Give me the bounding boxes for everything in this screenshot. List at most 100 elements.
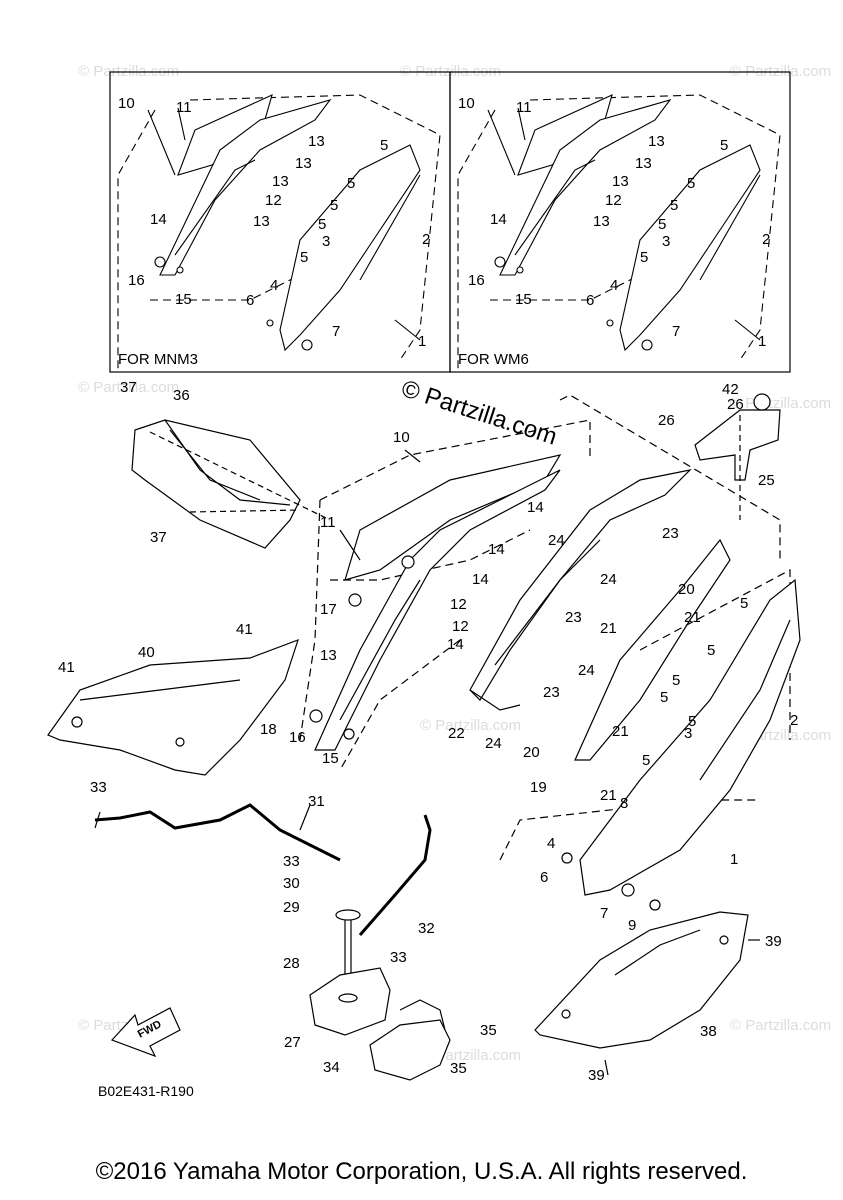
callout-12: 12 xyxy=(605,192,622,209)
inset-callouts: 10 11 13 13 13 12 13 14 16 15 5 5 5 5 3 … xyxy=(458,95,770,350)
callout-5: 5 xyxy=(720,137,728,154)
callout-23: 23 xyxy=(565,609,582,626)
callout-17: 17 xyxy=(320,601,337,618)
callout-12: 12 xyxy=(265,192,282,209)
callout-14: 13 xyxy=(272,173,289,190)
callout-26: 26 xyxy=(658,412,675,429)
inset-drawing xyxy=(457,94,781,370)
callout-41: 41 xyxy=(236,621,253,638)
callout-21: 21 xyxy=(684,609,701,626)
callout-21: 21 xyxy=(600,787,617,804)
watermark-text: © Partzilla.com xyxy=(78,379,179,396)
callout-33: 33 xyxy=(390,949,407,966)
callout-6: 6 xyxy=(586,292,594,309)
callout-1: 1 xyxy=(758,333,766,350)
callout-13: 14 xyxy=(150,211,167,228)
callout-10: 10 xyxy=(458,95,475,112)
callout-9: 9 xyxy=(628,917,636,934)
callout-15: 15 xyxy=(322,750,339,767)
callout-7: 7 xyxy=(672,323,680,340)
callout-11: 11 xyxy=(176,99,192,116)
callout-14: 13 xyxy=(593,213,610,230)
inset-drawing xyxy=(117,94,441,370)
callout-20: 20 xyxy=(523,744,540,761)
callout-14: 14 xyxy=(447,636,464,653)
callout-14: 13 xyxy=(308,133,325,150)
inset-callouts: 10 11 13 13 13 12 13 14 16 15 5 5 5 5 3 … xyxy=(118,95,430,350)
inset-label: FOR WM6 xyxy=(458,351,529,368)
callout-13: 14 xyxy=(490,211,507,228)
callout-5: 5 xyxy=(380,137,388,154)
callout-11: 11 xyxy=(516,99,532,116)
callout-14: 14 xyxy=(527,499,544,516)
callout-16: 16 xyxy=(128,272,145,289)
callout-5: 5 xyxy=(640,249,648,266)
callout-21: 21 xyxy=(600,620,617,637)
main-callouts: 1 2 3 4 5 5 5 5 5 5 6 7 8 9 10 11 12 12 … xyxy=(58,379,798,1084)
callout-30: 30 xyxy=(283,875,300,892)
callout-35: 35 xyxy=(480,1022,497,1039)
callout-8: 8 xyxy=(620,795,628,812)
callout-33: 33 xyxy=(90,779,107,796)
callout-26: 26 xyxy=(727,396,744,413)
callout-5: 5 xyxy=(672,672,680,689)
callout-24: 24 xyxy=(578,662,595,679)
callout-16: 16 xyxy=(468,272,485,289)
callout-31: 31 xyxy=(308,793,325,810)
callout-5: 5 xyxy=(688,713,696,730)
callout-19: 19 xyxy=(530,779,547,796)
callout-6: 6 xyxy=(540,869,548,886)
inset-wm6: FOR WM6 10 11 13 13 13 12 13 14 xyxy=(449,71,791,373)
callout-22: 22 xyxy=(448,725,465,742)
callout-4: 4 xyxy=(610,277,618,294)
callout-6: 6 xyxy=(246,292,254,309)
inset-label: FOR MNM3 xyxy=(118,351,198,368)
callout-14: 13 xyxy=(253,213,270,230)
callout-7: 7 xyxy=(600,905,608,922)
callout-10: 10 xyxy=(393,429,410,446)
watermark-text: © Partzilla.com xyxy=(420,717,521,734)
callout-24: 24 xyxy=(600,571,617,588)
callout-1: 1 xyxy=(730,851,738,868)
callout-12: 12 xyxy=(450,596,467,613)
callout-5: 5 xyxy=(740,595,748,612)
inset-mnm3: FOR MNM3 10 11 13 13 xyxy=(109,71,451,373)
callout-5: 5 xyxy=(300,249,308,266)
callout-2: 2 xyxy=(790,712,798,729)
callout-37: 37 xyxy=(150,529,167,546)
callout-5: 5 xyxy=(658,216,666,233)
callout-14: 13 xyxy=(295,155,312,172)
callout-23: 23 xyxy=(543,684,560,701)
callout-5: 5 xyxy=(660,689,668,706)
callout-5: 5 xyxy=(642,752,650,769)
callout-2: 2 xyxy=(762,231,770,248)
callout-24: 24 xyxy=(485,735,502,752)
callout-15: 15 xyxy=(175,291,192,308)
callout-27: 27 xyxy=(284,1034,301,1051)
callout-3: 3 xyxy=(322,233,330,250)
callout-4: 4 xyxy=(547,835,555,852)
main-drawing xyxy=(47,393,801,1081)
callout-14: 14 xyxy=(488,541,505,558)
callout-14: 14 xyxy=(472,571,489,588)
callout-32: 32 xyxy=(418,920,435,937)
callout-37: 37 xyxy=(120,379,137,396)
callout-39: 39 xyxy=(588,1067,605,1084)
callout-25: 25 xyxy=(758,472,775,489)
callout-10: 10 xyxy=(118,95,135,112)
callout-14: 13 xyxy=(612,173,629,190)
callout-4: 4 xyxy=(270,277,278,294)
callout-38: 38 xyxy=(700,1023,717,1040)
watermark-main: © Partzilla.com xyxy=(398,375,560,451)
callout-5: 5 xyxy=(687,175,695,192)
callout-5: 5 xyxy=(330,197,338,214)
callout-36: 36 xyxy=(173,387,190,404)
callout-5: 5 xyxy=(347,175,355,192)
callout-29: 29 xyxy=(283,899,300,916)
copyright-footer: ©2016 Yamaha Motor Corporation, U.S.A. A… xyxy=(95,1158,748,1185)
callout-33: 33 xyxy=(283,853,300,870)
callout-23: 23 xyxy=(662,525,679,542)
callout-2: 2 xyxy=(422,231,430,248)
callout-18: 18 xyxy=(260,721,277,738)
